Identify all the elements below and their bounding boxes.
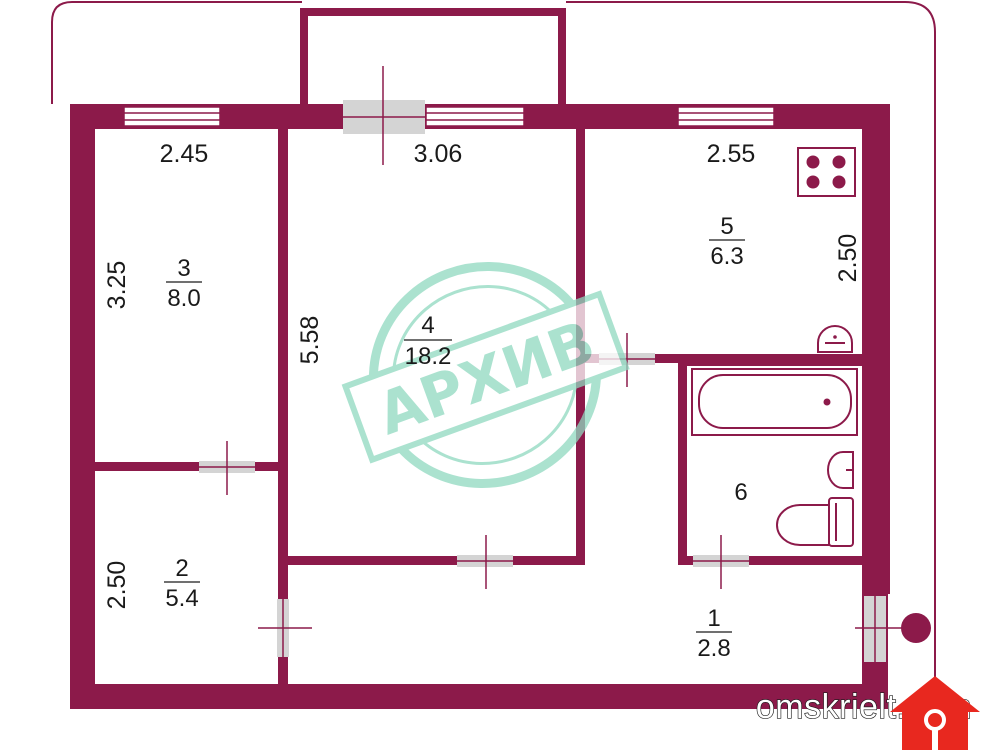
walls bbox=[70, 104, 890, 709]
wall-left bbox=[70, 104, 95, 709]
archive-stamp: АРХИВ bbox=[341, 262, 630, 488]
wall-room4-bottom bbox=[288, 556, 585, 565]
dim-room3-width: 2.45 bbox=[160, 140, 209, 168]
room-3-label: 3 8.0 bbox=[166, 255, 202, 312]
door-markers bbox=[199, 66, 905, 662]
balcony bbox=[300, 8, 566, 113]
sink-icon bbox=[817, 325, 853, 353]
toilet-icon bbox=[776, 497, 854, 547]
room-5-label: 5 6.3 bbox=[709, 213, 745, 270]
stove-icon bbox=[797, 147, 856, 197]
room-area: 18.2 bbox=[405, 343, 452, 370]
dimension-labels: 2.45 3.06 2.55 3.25 5.58 2.50 2.50 bbox=[103, 140, 862, 609]
room-area: 6.3 bbox=[710, 243, 743, 270]
wall-bathroom-left bbox=[678, 363, 687, 563]
wall-room2-corridor bbox=[278, 462, 288, 684]
dim-room5-width: 2.55 bbox=[707, 140, 756, 168]
brand-watermark: omskrielt.com bbox=[755, 676, 980, 750]
window-room3 bbox=[123, 106, 221, 127]
dim-room3-depth: 3.25 bbox=[103, 261, 131, 310]
room-6-label: 6 bbox=[734, 479, 747, 506]
wall-bottom bbox=[70, 684, 888, 709]
room-number: 6 bbox=[734, 479, 747, 506]
window-room5 bbox=[677, 106, 775, 127]
dim-room5-depth: 2.50 bbox=[834, 234, 862, 283]
room-4-label: 4 18.2 bbox=[404, 312, 452, 370]
wall-room3-room4 bbox=[278, 129, 288, 462]
stamp-text: АРХИВ bbox=[369, 307, 604, 448]
wall-room5-bottom bbox=[585, 354, 862, 363]
room-number: 5 bbox=[720, 213, 733, 240]
bathtub-icon bbox=[691, 368, 858, 436]
wall-bathroom-bottom bbox=[678, 556, 862, 565]
dim-room2-depth: 2.50 bbox=[103, 561, 131, 610]
house-logo-icon bbox=[890, 676, 980, 750]
dim-room4-width: 3.06 bbox=[414, 140, 463, 168]
page-frame bbox=[51, 1, 936, 748]
window-room4 bbox=[425, 106, 525, 127]
room-number: 4 bbox=[421, 312, 434, 339]
room-number: 2 bbox=[175, 555, 188, 582]
wall-right-upper bbox=[862, 104, 890, 594]
room-area: 5.4 bbox=[165, 585, 198, 612]
room-labels: 3 8.0 4 18.2 5 6.3 6 2 5.4 1 2.8 bbox=[164, 213, 748, 662]
sink-icon bbox=[827, 451, 854, 489]
room-area: 8.0 bbox=[167, 285, 200, 312]
entrance-marker-icon bbox=[901, 613, 931, 643]
room-2-label: 2 5.4 bbox=[164, 555, 200, 612]
room-area: 2.8 bbox=[697, 635, 730, 662]
windows bbox=[123, 106, 775, 127]
dim-room4-depth: 5.58 bbox=[296, 316, 324, 365]
wall-bathroom-inner bbox=[687, 363, 862, 366]
room-1-label: 1 2.8 bbox=[696, 605, 732, 662]
wall-room3-room2 bbox=[95, 462, 285, 471]
room-number: 1 bbox=[707, 605, 720, 632]
room-number: 3 bbox=[177, 255, 190, 282]
